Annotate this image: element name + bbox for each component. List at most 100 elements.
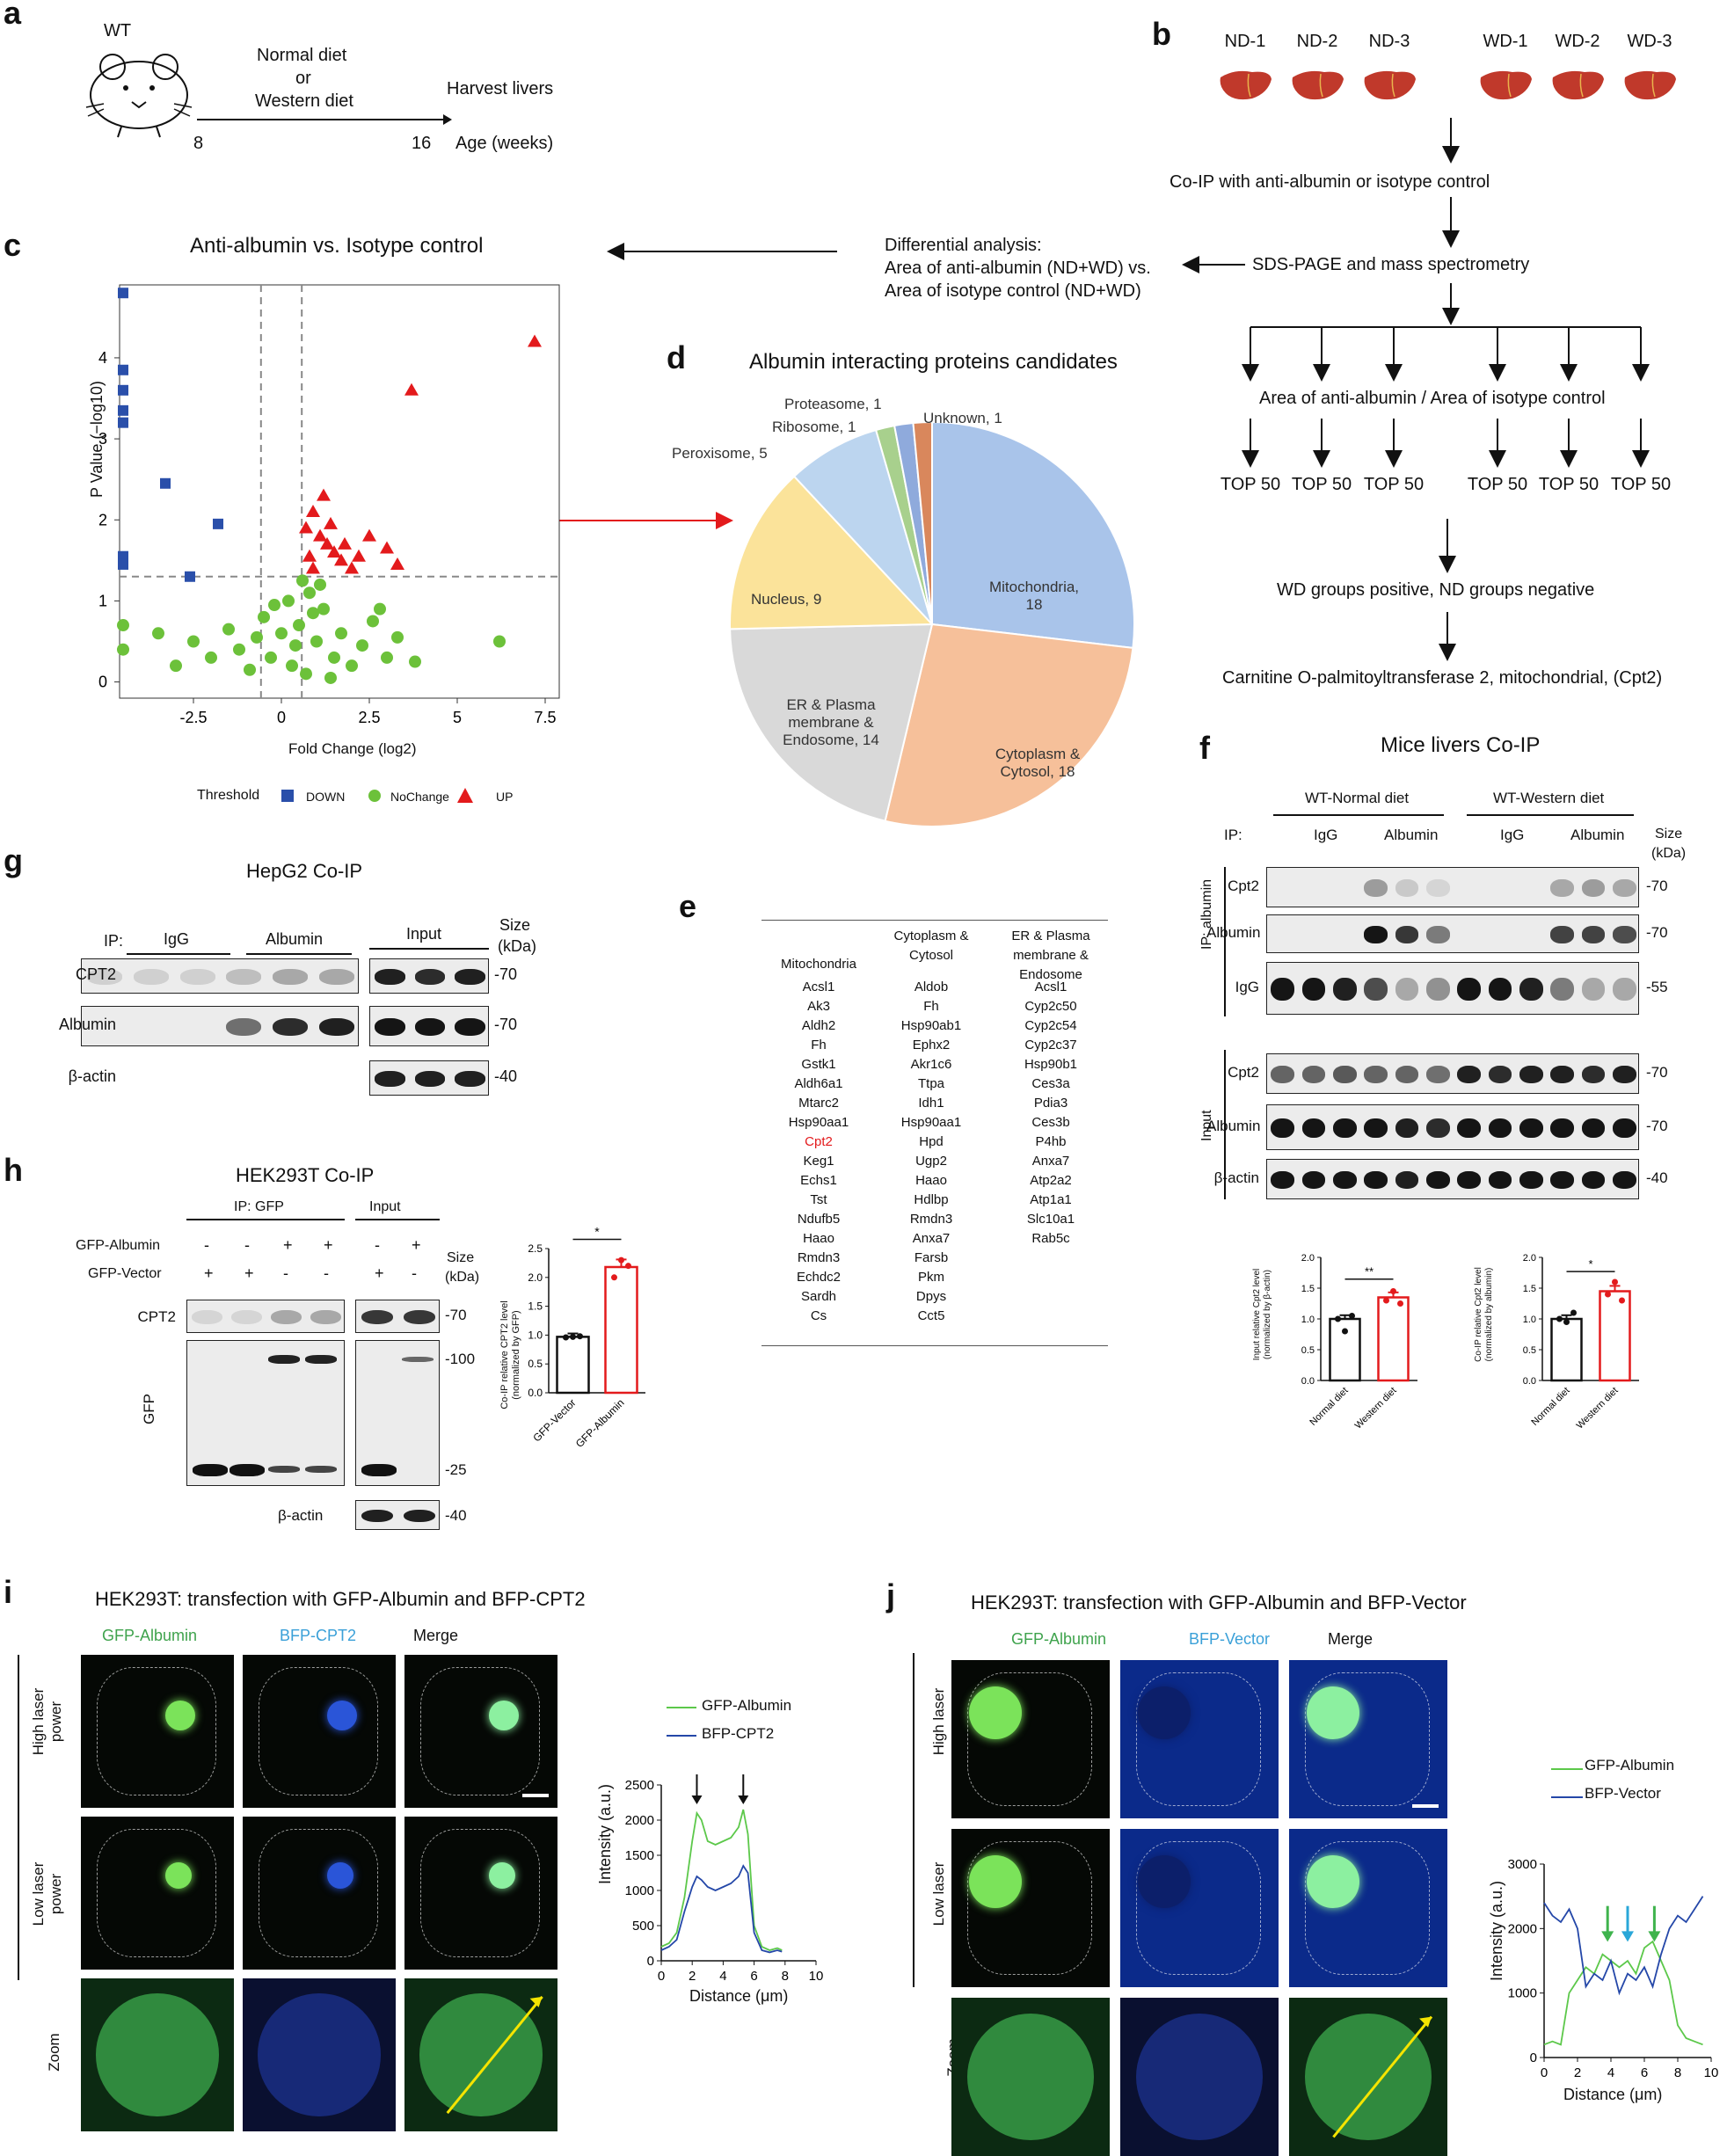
table-bottom-rule (761, 1345, 1108, 1346)
h-input-label: Input (369, 1199, 401, 1214)
blot-band (1271, 1065, 1295, 1084)
blot-band (1364, 1065, 1388, 1084)
blot-band (414, 1071, 446, 1087)
f-ip-bracket (1224, 867, 1226, 1016)
panel-label-b: b (1152, 16, 1171, 52)
y-tick-label: 4 (98, 349, 107, 367)
point-up (302, 549, 317, 562)
mouse-strain: WT (104, 21, 132, 40)
i-title: HEK293T: transfection with GFP-Albumin a… (95, 1588, 586, 1610)
y-tick-label: 2.0 (1523, 1253, 1536, 1264)
x-tick-label: 2 (1574, 2065, 1581, 2080)
data-point (1335, 1315, 1341, 1322)
f-ip-row-label: Cpt2 (1228, 878, 1259, 894)
legend-up: UP (496, 790, 514, 804)
g-size-unit: (kDa) (498, 937, 536, 955)
f-ip-blot (1266, 962, 1639, 1015)
legend-nochange: NoChange (390, 790, 449, 804)
blot-band (1364, 977, 1388, 1002)
point-nochange (268, 599, 281, 612)
age-axis-label: Age (weeks) (455, 134, 554, 153)
table-cell: Anxa7 (912, 1231, 951, 1246)
blot-band (1581, 1170, 1606, 1190)
differential-line1: Differential analysis: (885, 236, 1042, 255)
x-tick-label: 2.5 (358, 709, 380, 726)
legend-up-marker (457, 788, 473, 803)
sig-label: * (594, 1225, 600, 1239)
h-size-unit: (kDa) (445, 1270, 480, 1285)
point-nochange (303, 586, 316, 600)
differential-line3: Area of isotype control (ND+WD) (885, 281, 1141, 301)
h-row1-mark: - (204, 1236, 209, 1254)
h-title: HEK293T Co-IP (236, 1164, 375, 1186)
table-cell: Hsp90b1 (1024, 1057, 1078, 1072)
f-input-blot (1266, 1159, 1639, 1199)
x-tick-label: 5 (453, 709, 462, 726)
x-tick-label: 4 (719, 1969, 726, 1984)
g-size: -40 (494, 1067, 518, 1085)
i-row-zoom: Zoom (46, 2033, 62, 2072)
table-cell: Echdc2 (796, 1270, 842, 1285)
f-ip-blot (1266, 867, 1639, 907)
blot-band (1519, 1065, 1543, 1084)
liver-shape (1292, 70, 1344, 100)
cell-outline (420, 1667, 540, 1795)
blot-band (133, 969, 169, 985)
table-cell: Hpd (919, 1134, 944, 1149)
cell-outline (1305, 1672, 1430, 1806)
micrograph (243, 1655, 396, 1808)
table-cell: Akr1c6 (910, 1057, 952, 1072)
top50-label: TOP 50 (1467, 475, 1528, 494)
data-point (1619, 1297, 1625, 1304)
point-nochange (391, 630, 404, 644)
zoom-signal (258, 1993, 381, 2116)
data-point (1556, 1315, 1563, 1322)
table-cell: Farsb (914, 1250, 949, 1265)
blot-band (1457, 977, 1482, 1002)
h-row-label: GFP (141, 1394, 157, 1424)
cell-outline (967, 1672, 1092, 1806)
blot-band (361, 1309, 394, 1325)
point-nochange (117, 619, 129, 632)
micrograph (1289, 1998, 1447, 2156)
point-nochange (324, 671, 337, 684)
blot-band (1581, 926, 1606, 943)
blot-band (1395, 926, 1419, 943)
f-chart1-ylabel: Input relative Cpt2 level (normalized by… (1252, 1268, 1272, 1361)
table-cell: Pdia3 (1033, 1096, 1068, 1111)
liver-shape (1624, 70, 1676, 100)
blot-band (1457, 1118, 1482, 1139)
g-row-label: β-actin (68, 1067, 116, 1085)
i-laser-bracket (18, 1655, 19, 1980)
h-row1-mark: + (283, 1236, 293, 1254)
blot-band (1488, 1170, 1512, 1190)
timeline-arrow (197, 114, 452, 125)
volcano-ylabel: P Value (−log10) (88, 381, 106, 498)
blot-band (1457, 1065, 1482, 1084)
g-lane-igg: IgG (164, 930, 190, 948)
blot-band (1488, 1118, 1512, 1139)
point-up (528, 334, 542, 347)
point-nochange (314, 578, 326, 591)
h-row1-mark: + (324, 1236, 333, 1254)
h-row2-mark: + (244, 1264, 254, 1282)
table-cell: Anxa7 (1031, 1154, 1070, 1169)
blot-band (1581, 977, 1606, 1002)
h-row2-mark: + (204, 1264, 214, 1282)
micrograph (1289, 1829, 1447, 1987)
slice-label-er: ER & Plasma membrane & Endosome, 14 (783, 696, 879, 748)
blot-band (193, 1464, 228, 1476)
differential-line2: Area of anti-albumin (ND+WD) vs. (885, 259, 1151, 278)
nucleus-signal (488, 1862, 515, 1890)
table-cell: P4hb (1035, 1134, 1067, 1149)
j-col-gfp: GFP-Albumin (1011, 1630, 1107, 1648)
point-down (213, 518, 223, 529)
table-cell: Mtarc2 (798, 1096, 839, 1111)
f-input-blot (1266, 1053, 1639, 1094)
h-input-rule (355, 1219, 440, 1220)
g-size-label: Size (499, 916, 531, 934)
h-row2-mark: - (324, 1264, 329, 1282)
nucleus-signal (1307, 1686, 1359, 1739)
